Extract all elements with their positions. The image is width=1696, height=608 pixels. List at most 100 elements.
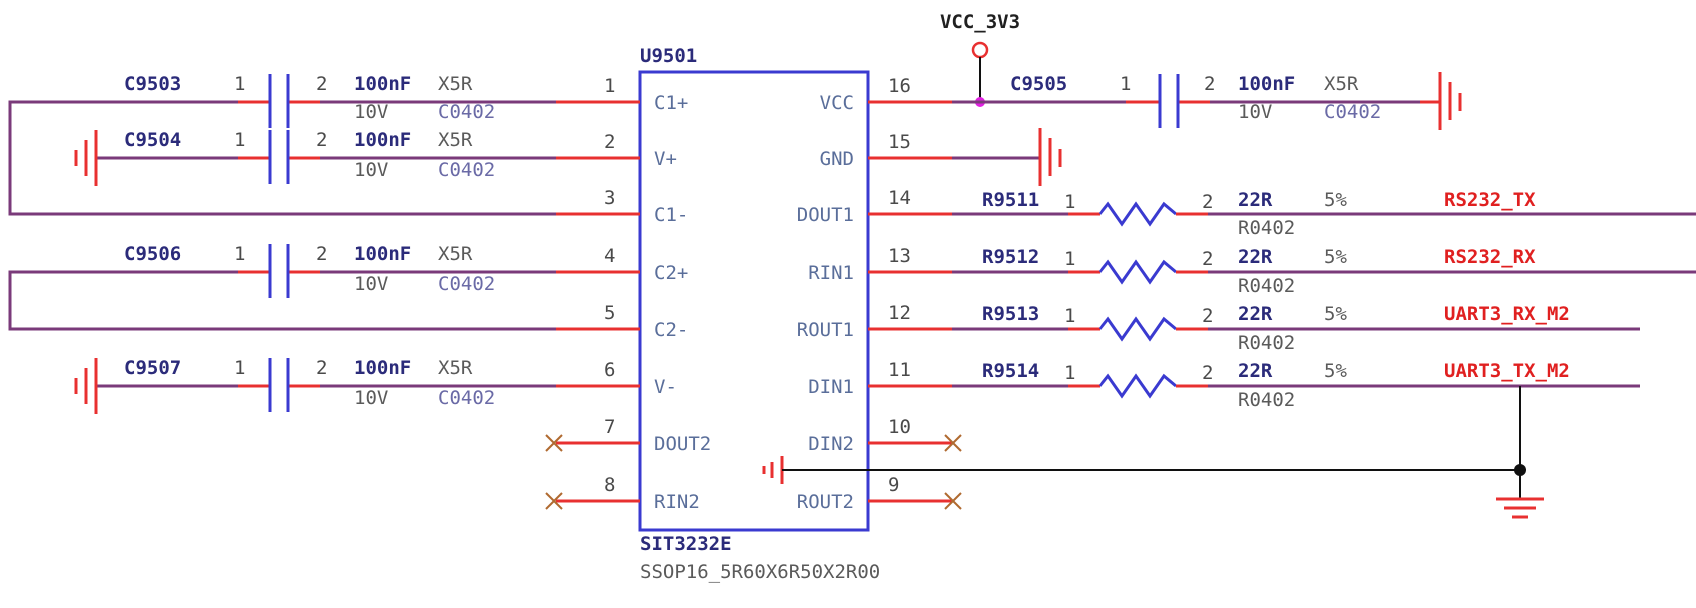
pin-name: V-: [654, 376, 677, 398]
resistor-row: [952, 259, 1696, 285]
capacitor-symbol: [268, 74, 290, 128]
res-package: R0402: [1238, 389, 1295, 411]
ic-part: SIT3232E: [640, 533, 732, 555]
cap-pin: 2: [1204, 73, 1215, 95]
res-pin: 2: [1202, 362, 1213, 384]
cap-package: C0402: [1324, 101, 1381, 123]
ground-icon: [74, 130, 98, 186]
net-label: UART3_RX_M2: [1444, 303, 1570, 325]
ic-package: SSOP16_5R60X6R50X2R00: [640, 561, 880, 583]
cap-voltage: 10V: [354, 387, 388, 409]
ic-body: [638, 70, 870, 532]
pin-num: 3: [604, 187, 615, 209]
pin-name: DIN1: [808, 376, 854, 398]
cap-pin: 2: [316, 73, 327, 95]
resistor-row: [952, 373, 1640, 399]
res-pin: 2: [1202, 191, 1213, 213]
ic-right-pins: [868, 100, 952, 503]
pin-name: C1+: [654, 92, 688, 114]
res-pin: 1: [1064, 248, 1075, 270]
junction-dot: [1514, 464, 1526, 476]
resistor-symbol: [1098, 201, 1177, 227]
res-pin: 2: [1202, 305, 1213, 327]
cap-pin: 1: [234, 73, 245, 95]
no-connect-icon: [545, 492, 563, 510]
resistor-row: [952, 316, 1640, 342]
res-package: R0402: [1238, 332, 1295, 354]
ground-icon: [1038, 128, 1062, 186]
resistor-symbol: [1098, 373, 1177, 399]
cap-voltage: 10V: [1238, 101, 1272, 123]
cap-value: 100nF: [354, 357, 411, 379]
pin-num: 12: [888, 302, 911, 324]
capacitor-symbol: [1158, 74, 1180, 128]
capacitor-symbol: [268, 358, 290, 412]
cap-package: C0402: [438, 159, 495, 181]
resistor-row: [952, 201, 1696, 227]
res-pin: 2: [1202, 248, 1213, 270]
pin-num: 7: [604, 416, 615, 438]
cap-voltage: 10V: [354, 159, 388, 181]
pin-num: 16: [888, 75, 911, 97]
pin-num: 13: [888, 245, 911, 267]
pin-num: 8: [604, 474, 615, 496]
res-tolerance: 5%: [1324, 360, 1347, 382]
pin-num: 1: [604, 75, 615, 97]
res-package: R0402: [1238, 217, 1295, 239]
pin-name: ROUT1: [797, 319, 854, 341]
res-pin: 1: [1064, 305, 1075, 327]
wire: [8, 270, 556, 331]
res-ref: R9512: [982, 246, 1039, 268]
cap-pin: 1: [1120, 73, 1131, 95]
pin-name: GND: [820, 148, 854, 170]
pin-num: 9: [888, 474, 899, 496]
pin-name: V+: [654, 148, 677, 170]
pin-name: DOUT2: [654, 433, 711, 455]
power-net-label: VCC_3V3: [940, 11, 1020, 33]
pin-name: VCC: [820, 92, 854, 114]
pin-num: 10: [888, 416, 911, 438]
res-tolerance: 5%: [1324, 189, 1347, 211]
resistor-symbol: [1098, 316, 1177, 342]
power-port-icon: [971, 41, 989, 59]
res-pin: 1: [1064, 362, 1075, 384]
net-label: UART3_TX_M2: [1444, 360, 1570, 382]
pin-name: C2+: [654, 262, 688, 284]
pin-name: C1-: [654, 204, 688, 226]
ground-icon: [74, 358, 98, 414]
cap-pin: 1: [234, 357, 245, 379]
pin-num: 15: [888, 131, 911, 153]
res-value: 22R: [1238, 189, 1273, 211]
cap-value: 100nF: [1238, 73, 1295, 95]
res-ref: R9514: [982, 360, 1039, 382]
pin-num: 4: [604, 245, 615, 267]
cap-ref: C9506: [124, 243, 181, 265]
cap-voltage: 10V: [354, 101, 388, 123]
cap-value: 100nF: [354, 129, 411, 151]
pin-name: DIN2: [808, 433, 854, 455]
no-connect-icon: [944, 492, 962, 510]
res-pin: 1: [1064, 191, 1075, 213]
capacitor-symbol: [268, 130, 290, 184]
no-connect-icon: [545, 434, 563, 452]
pin-num: 5: [604, 302, 615, 324]
res-tolerance: 5%: [1324, 246, 1347, 268]
pin-num: 6: [604, 359, 615, 381]
res-ref: R9513: [982, 303, 1039, 325]
cap-pin: 1: [234, 129, 245, 151]
pin-num: 11: [888, 359, 911, 381]
cap-ref: C9505: [1010, 73, 1067, 95]
cap-package: C0402: [438, 387, 495, 409]
cap-pin: 2: [316, 357, 327, 379]
pin-num: 2: [604, 131, 615, 153]
ground-icon: [762, 456, 784, 484]
wire: [8, 100, 556, 216]
cap-pin: 2: [316, 243, 327, 265]
cap-dielectric: X5R: [438, 73, 473, 95]
cap-package: C0402: [438, 273, 495, 295]
res-value: 22R: [1238, 303, 1273, 325]
cap-ref: C9504: [124, 129, 181, 151]
ground-icon: [1496, 497, 1544, 519]
pin-name: ROUT2: [797, 491, 854, 513]
cap-dielectric: X5R: [438, 357, 473, 379]
